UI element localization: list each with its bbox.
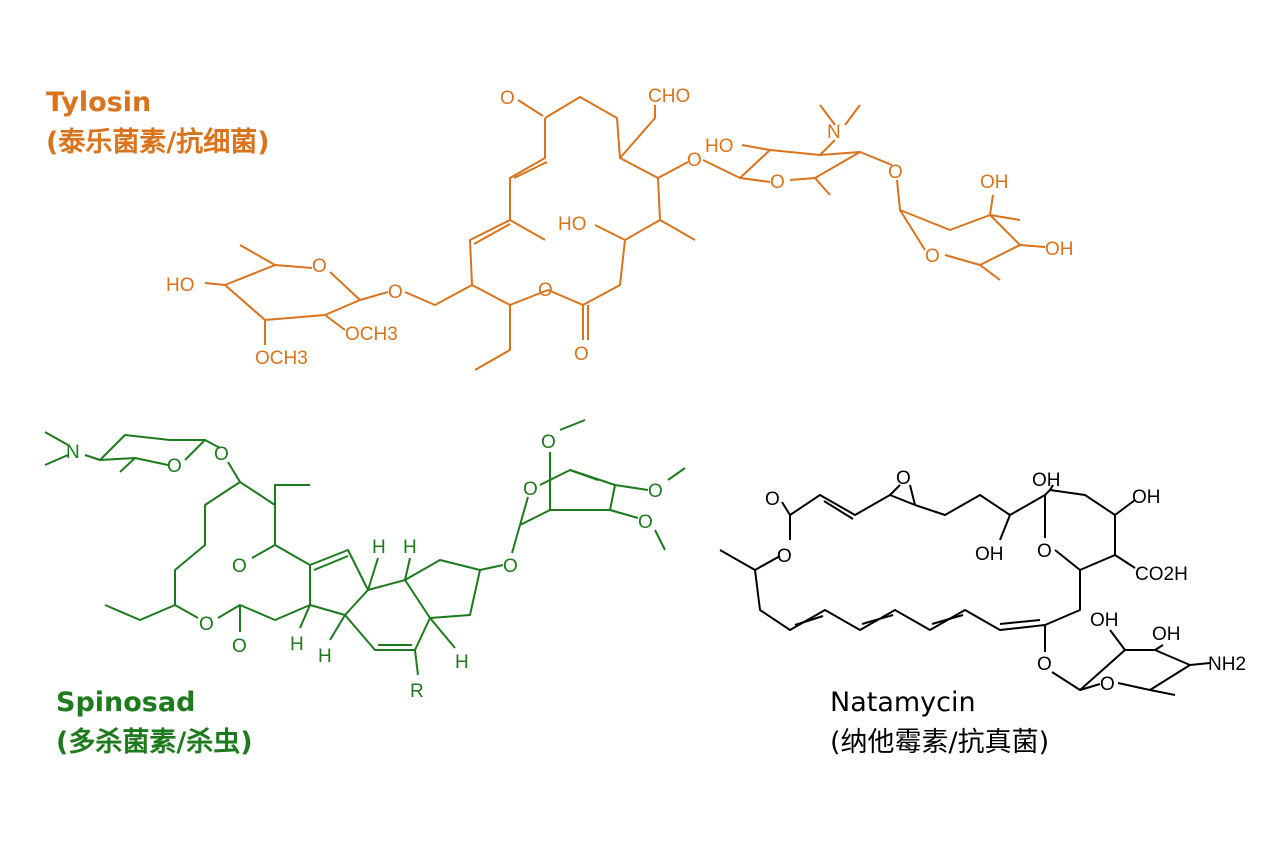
atom-label: OCH3	[345, 324, 398, 345]
atom-label: HO	[705, 136, 734, 157]
atom-label: O	[777, 546, 792, 567]
atom-label: O	[541, 432, 556, 453]
atom-label: O	[1037, 541, 1052, 562]
atom-label: OH	[1090, 610, 1119, 631]
atom-label: O	[888, 162, 903, 183]
atom-label: H	[290, 634, 304, 655]
atom-label: O	[765, 489, 780, 510]
atom-label: OH	[980, 172, 1009, 193]
atom-label: O	[232, 556, 247, 577]
atom-label: O	[312, 256, 327, 277]
atom-label: O	[500, 88, 515, 109]
atom-label: OH	[1045, 239, 1074, 260]
atom-label: N	[827, 122, 841, 143]
tylosin-macrolactone	[469, 96, 661, 306]
atom-label: O	[232, 636, 247, 657]
atom-label: HO	[558, 214, 587, 235]
natamycin-name: Natamycin	[830, 687, 976, 718]
atom-label: R	[410, 681, 424, 702]
atom-label: OH	[1152, 624, 1181, 645]
atom-label: HO	[166, 275, 195, 296]
atom-label: O	[770, 172, 785, 193]
atom-label: O	[1037, 654, 1052, 675]
atom-label: H	[455, 652, 469, 673]
atom-label: O	[199, 614, 214, 635]
atom-label: O	[214, 444, 229, 465]
spinosad-name: Spinosad	[56, 687, 196, 718]
atom-label: CHO	[648, 86, 690, 107]
tylosin-name: Tylosin	[46, 87, 152, 118]
tylosin-subtitle: (泰乐菌素/抗细菌)	[46, 127, 270, 158]
atom-label: O	[638, 512, 653, 533]
atom-label: OH	[975, 544, 1004, 565]
atom-label: O	[503, 556, 518, 577]
spinosad-structure: N O O O O O H H H H H R O O O O O	[44, 419, 686, 702]
atom-label: O	[925, 246, 940, 267]
atom-label: O	[648, 481, 663, 502]
natamycin-subtitle: (纳他霉素/抗真菌)	[830, 727, 1050, 758]
atom-label: O	[167, 456, 182, 477]
atom-label: OH	[1132, 487, 1161, 508]
atom-label: N	[66, 442, 80, 463]
atom-label: O	[523, 479, 538, 500]
atom-label: O	[1100, 674, 1115, 695]
tylosin-structure: O CHO HO N O O OH HO O OH HO O O OCH3 OC…	[166, 86, 1074, 371]
spinosad-subtitle: (多杀菌素/杀虫)	[56, 727, 253, 758]
natamycin-structure: O O O OH OH OH O CO2H OH OH NH2 O O	[719, 468, 1246, 696]
atom-label: H	[372, 537, 386, 558]
atom-label: O	[896, 468, 911, 489]
atom-label: O	[687, 150, 702, 171]
atom-label: O	[574, 344, 589, 365]
atom-label: OH	[1032, 470, 1061, 491]
atom-label: O	[388, 282, 403, 303]
atom-label: O	[538, 280, 553, 301]
atom-label: CO2H	[1135, 564, 1188, 585]
atom-label: H	[318, 646, 332, 667]
atom-label: NH2	[1208, 654, 1246, 675]
atom-label: H	[403, 537, 417, 558]
atom-label: OCH3	[255, 348, 308, 369]
